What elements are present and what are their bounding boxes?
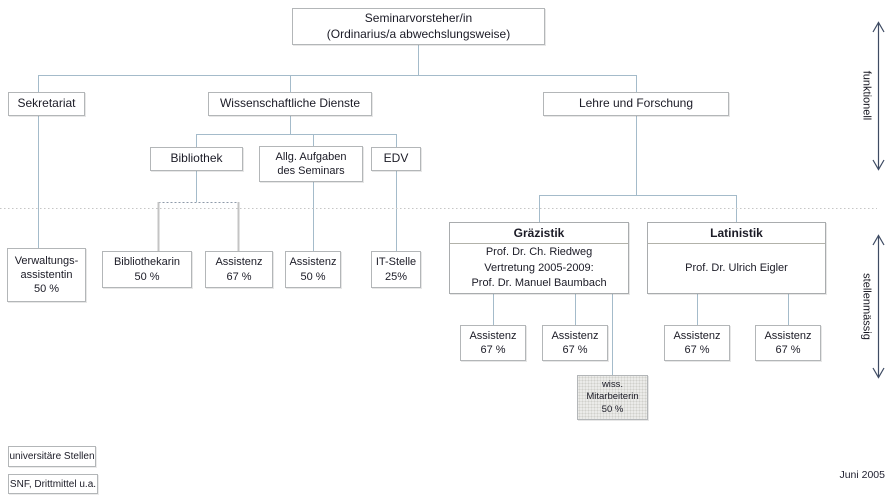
node-bibliothek: Bibliothek — [150, 147, 243, 171]
positional-axis-label: stellenmässig — [860, 273, 873, 340]
node-assistenz-graezistik-1: Assistenz 67 % — [460, 325, 526, 361]
node-assistenz-graezistik-2: Assistenz 67 % — [542, 325, 608, 361]
node-assistenz-latinistik-2: Assistenz 67 % — [755, 325, 821, 361]
graezistik-professors: Prof. Dr. Ch. Riedweg Vertretung 2005-20… — [471, 245, 607, 290]
node-sekretariat: Sekretariat — [8, 92, 85, 116]
legend-university-positions: universitäre Stellen — [8, 446, 96, 467]
node-lehre-und-forschung: Lehre und Forschung — [543, 92, 729, 116]
date-stamp: Juni 2005 — [839, 469, 885, 481]
node-assistenz-bibliothek: Assistenz 67 % — [205, 251, 273, 288]
node-allg-aufgaben: Allg. Aufgaben des Seminars — [259, 146, 363, 182]
node-edv: EDV — [371, 147, 421, 171]
tree-connectors — [38, 45, 789, 375]
node-wissenschaftliche-dienste: Wissenschaftliche Dienste — [208, 92, 372, 116]
functional-axis-arrow — [872, 21, 885, 171]
graezistik-title: Gräzistik — [450, 223, 628, 244]
node-graezistik: Gräzistik Prof. Dr. Ch. Riedweg Vertretu… — [449, 222, 629, 294]
node-verwaltungsassistentin: Verwaltungs- assistentin 50 % — [7, 248, 86, 302]
functional-axis-label: funktionell — [860, 70, 873, 121]
node-assistenz-seminar: Assistenz 50 % — [285, 251, 341, 288]
node-wiss-mitarbeiterin: wiss. Mitarbeiterin 50 % — [577, 375, 648, 420]
node-bibliothekarin: Bibliothekarin 50 % — [102, 251, 192, 288]
latinistik-title: Latinistik — [648, 223, 825, 244]
latinistik-professors: Prof. Dr. Ulrich Eigler — [685, 261, 788, 274]
node-seminarvorsteher: Seminarvorsteher/in (Ordinarius/a abwech… — [292, 8, 545, 45]
node-it-stelle: IT-Stelle 25% — [371, 251, 421, 288]
bibliothek-dotted-bracket — [157, 202, 240, 251]
legend-third-party-positions: SNF, Drittmittel u.a. — [8, 474, 98, 494]
positional-axis-arrow — [872, 234, 885, 379]
node-latinistik: Latinistik Prof. Dr. Ulrich Eigler — [647, 222, 826, 294]
node-assistenz-latinistik-1: Assistenz 67 % — [664, 325, 730, 361]
